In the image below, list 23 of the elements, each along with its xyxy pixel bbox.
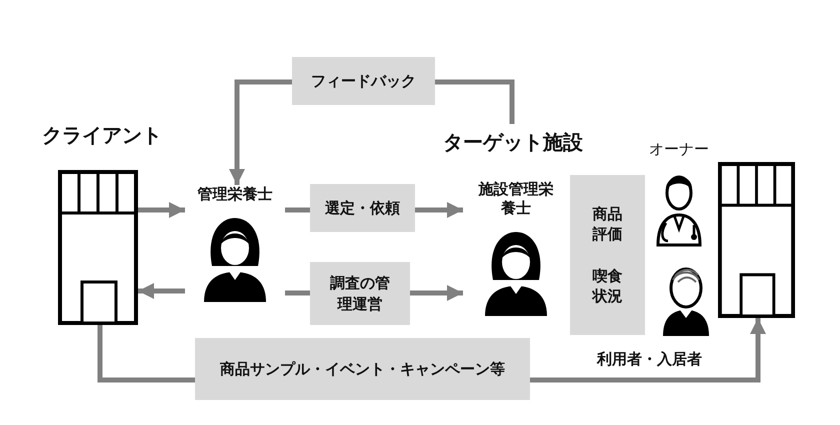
role-label: 管理栄養士 <box>198 185 272 204</box>
box-label: 商品評価 <box>591 204 624 244</box>
box-label: 喫食状況 <box>590 266 624 306</box>
process-box <box>310 262 410 325</box>
arrow <box>138 283 185 299</box>
arrow <box>530 318 766 382</box>
box-label: フィードバック <box>310 70 417 92</box>
role-label: 施設管理栄養士 <box>477 180 554 218</box>
arrow <box>415 202 463 218</box>
process-box <box>195 338 530 400</box>
heading: クライアント <box>42 122 162 149</box>
arrow <box>410 285 463 301</box>
arrow <box>229 80 292 185</box>
box-label: 商品サンプル・イベント・キャンペーン等 <box>219 358 506 380</box>
role-label: オーナー <box>649 140 709 159</box>
process-box <box>310 184 415 232</box>
process-box <box>570 175 645 335</box>
arrow <box>138 202 185 218</box>
box-label: 選定・依頼 <box>324 198 401 218</box>
box-label: 調査の管理運営 <box>329 273 391 314</box>
node-label: 利用者・入居者 <box>597 350 702 369</box>
section-heading: ターゲット施設 <box>443 130 583 154</box>
process-box <box>292 57 435 105</box>
